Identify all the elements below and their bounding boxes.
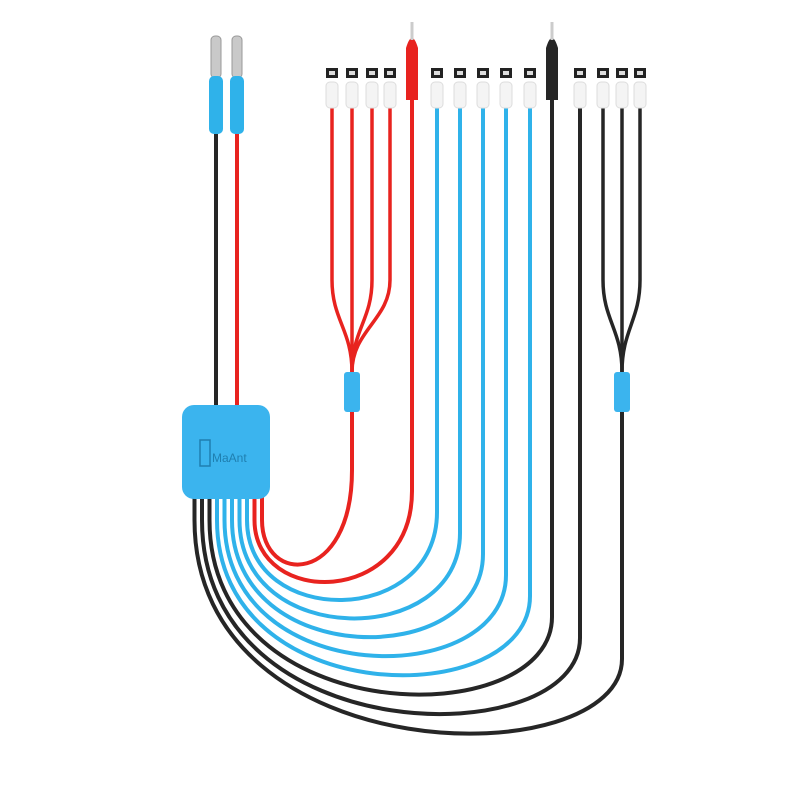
branch-wire — [620, 100, 642, 373]
connector-pins — [387, 71, 393, 75]
alligator-clip-red — [406, 38, 418, 100]
branch-wire — [350, 100, 392, 373]
connector-sleeve — [365, 81, 379, 109]
connector-pins — [503, 71, 509, 75]
connector-sleeve — [325, 81, 339, 109]
connector-sleeve — [596, 81, 610, 109]
branch-wire — [330, 100, 354, 373]
connector-sleeve — [573, 81, 587, 109]
connector-sleeve — [430, 81, 444, 109]
cable-blue — [237, 98, 462, 621]
power-leads — [209, 35, 244, 410]
connector-pins — [637, 71, 643, 75]
connector-sleeve — [523, 81, 537, 109]
banana-plug-red — [230, 35, 244, 134]
connector-pins — [577, 71, 583, 75]
alligator-clip-black — [546, 38, 558, 100]
connector-pins — [434, 71, 440, 75]
connector-pins — [527, 71, 533, 75]
cable-red — [260, 408, 354, 567]
cable-black — [192, 408, 624, 736]
connector-pins — [369, 71, 375, 75]
connector-pins — [600, 71, 606, 75]
connector-sleeve — [345, 81, 359, 109]
cable-black — [207, 98, 554, 697]
connector-pins — [619, 71, 625, 75]
connector-pins — [329, 71, 335, 75]
connector-group — [325, 22, 647, 109]
banana-plug-black — [209, 35, 223, 134]
connector-sleeve — [633, 81, 647, 109]
cable-group — [192, 98, 642, 736]
connector-pins — [457, 71, 463, 75]
connector-pins — [349, 71, 355, 75]
splitter-red — [344, 372, 360, 412]
cable-blue — [230, 98, 485, 640]
connector-sleeve — [453, 81, 467, 109]
connector-sleeve — [615, 81, 629, 109]
hub-logo: MaAnt — [212, 451, 247, 465]
branch-wire — [350, 100, 374, 373]
cable-black — [200, 98, 582, 717]
branch-wire — [601, 100, 624, 373]
cable-blue — [222, 98, 508, 659]
cable-blue — [215, 98, 532, 678]
hub: MaAnt — [182, 405, 270, 499]
cable-blue — [245, 98, 439, 602]
connector-sleeve — [383, 81, 397, 109]
cable-red — [252, 98, 414, 584]
connector-pins — [480, 71, 486, 75]
splitter-black — [614, 372, 630, 412]
connector-sleeve — [476, 81, 490, 109]
connector-sleeve — [499, 81, 513, 109]
